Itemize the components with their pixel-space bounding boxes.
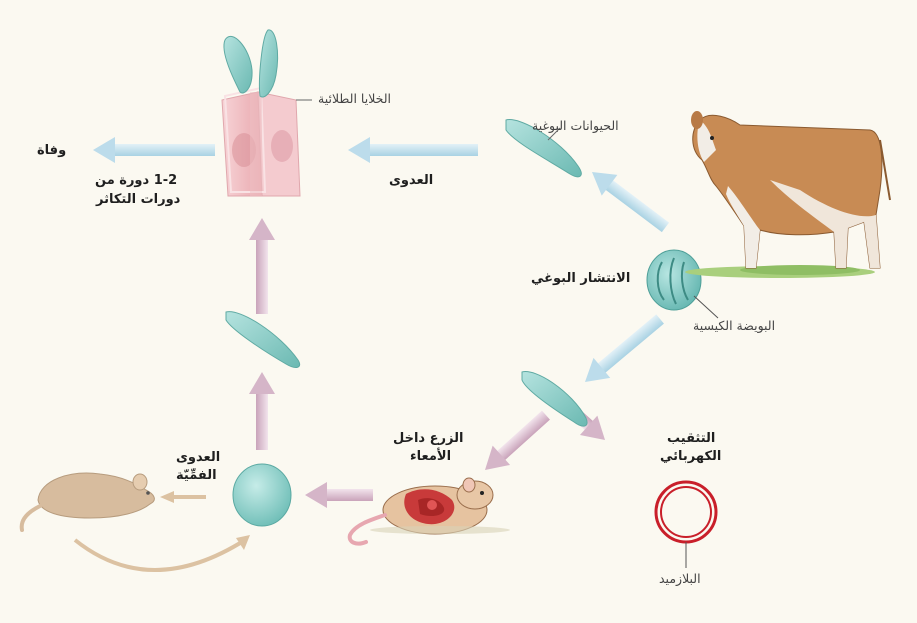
dissected-mouse (350, 478, 510, 544)
arrow-to-cells (348, 137, 478, 163)
epithelial-cells (222, 88, 300, 196)
sporozoite-left (226, 312, 300, 368)
arrow-sporozoite-to-cells (249, 218, 275, 314)
round-oocyst (233, 464, 291, 526)
oral-infection-label-line1: العدوى (176, 450, 220, 466)
beige-mouse (22, 473, 155, 530)
cow (685, 111, 890, 278)
arrow-oral-infection (160, 491, 206, 503)
electroporation-label-line2: الكهربائي (660, 449, 721, 465)
sporozoite-bottom (522, 372, 587, 427)
arrow-oocyst-up (584, 162, 673, 238)
death-label: وفاة (37, 143, 66, 159)
oocyst-label: البويضة الكيسية (693, 318, 775, 334)
epithelial-cells-label: الخلايا الطلائية (318, 91, 391, 107)
sporozoite-entering-1 (224, 36, 252, 93)
sporozoite-entering-2 (259, 30, 277, 97)
arrow-sporozoite-to-mouse (476, 405, 554, 479)
arrow-round-to-sporozoite (249, 372, 275, 450)
sporulation-label: الانتشار البوغي (531, 271, 630, 287)
plasmid-label: البلازميد (659, 571, 701, 587)
infection-label: العدوى (389, 173, 433, 189)
arrow-mouse-to-round (305, 482, 373, 508)
cycles-label-line1: 1-2 دورة من (95, 173, 177, 189)
intestinal-label-line1: الزرع داخل (393, 431, 463, 447)
arrow-oocyst-down (577, 309, 669, 392)
arrow-return-curve (75, 540, 245, 570)
oral-infection-label-line2: الفمِّيّة (176, 468, 217, 484)
arrow-to-death (93, 137, 215, 163)
intestinal-label-line2: الأمعاء (410, 449, 451, 465)
cycles-label-line2: دورات التكاثر (96, 192, 180, 208)
plasmid (656, 482, 716, 568)
sporozoites-label: الحيوانات البوغية (532, 118, 619, 134)
oocyst (647, 250, 718, 318)
electroporation-label-line1: التثقيب (667, 431, 715, 447)
